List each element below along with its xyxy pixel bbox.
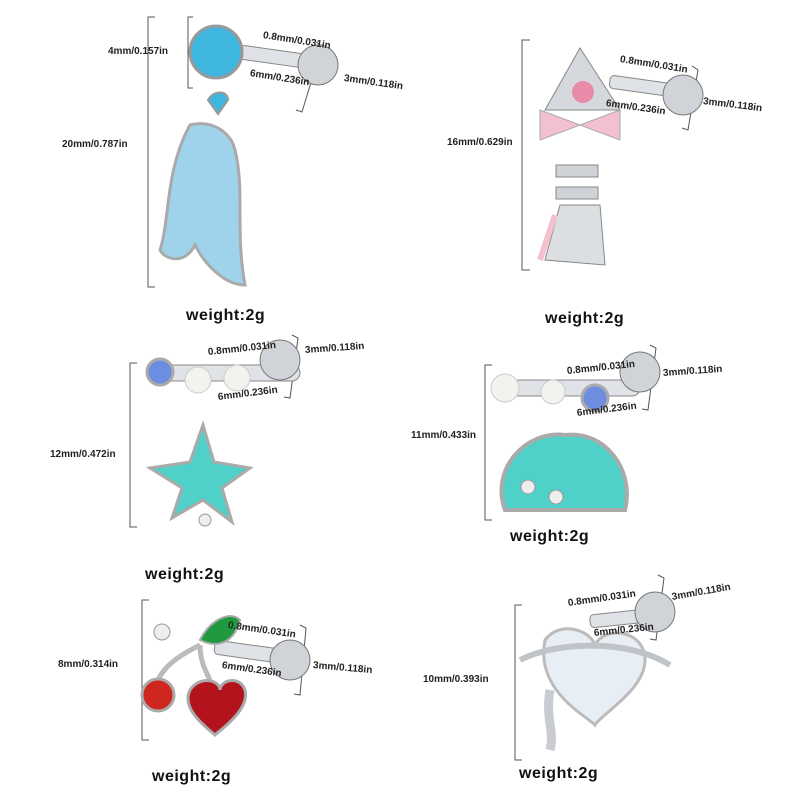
weight-label: weight:2g xyxy=(145,566,225,583)
opal-heart-earring xyxy=(518,591,676,752)
overall-length-label: 16mm/0.629in xyxy=(447,137,513,148)
mermaid-tail-earring xyxy=(158,24,339,287)
weight-label: weight:2g xyxy=(186,307,266,324)
overall-length-label: 10mm/0.393in xyxy=(423,674,489,685)
overall-length-label: 11mm/0.433in xyxy=(411,430,477,441)
cherry-earring xyxy=(140,615,311,738)
overall-length-label: 8mm/0.314in xyxy=(58,659,119,670)
overall-bracket-1 xyxy=(147,16,155,288)
starfish-earring xyxy=(145,339,301,527)
weight-label: weight:2g xyxy=(510,528,590,545)
weight-label: weight:2g xyxy=(152,768,232,785)
top-size-label: 4mm/0.157in xyxy=(108,46,169,57)
triangle-bow-earring xyxy=(537,47,704,266)
weight-label: weight:2g xyxy=(545,310,625,327)
top-bracket-1 xyxy=(187,16,193,89)
overall-length-label: 20mm/0.787in xyxy=(62,139,128,150)
shell-earring xyxy=(490,351,661,512)
weight-label: weight:2g xyxy=(519,765,599,782)
overall-length-label: 12mm/0.472in xyxy=(50,449,116,460)
